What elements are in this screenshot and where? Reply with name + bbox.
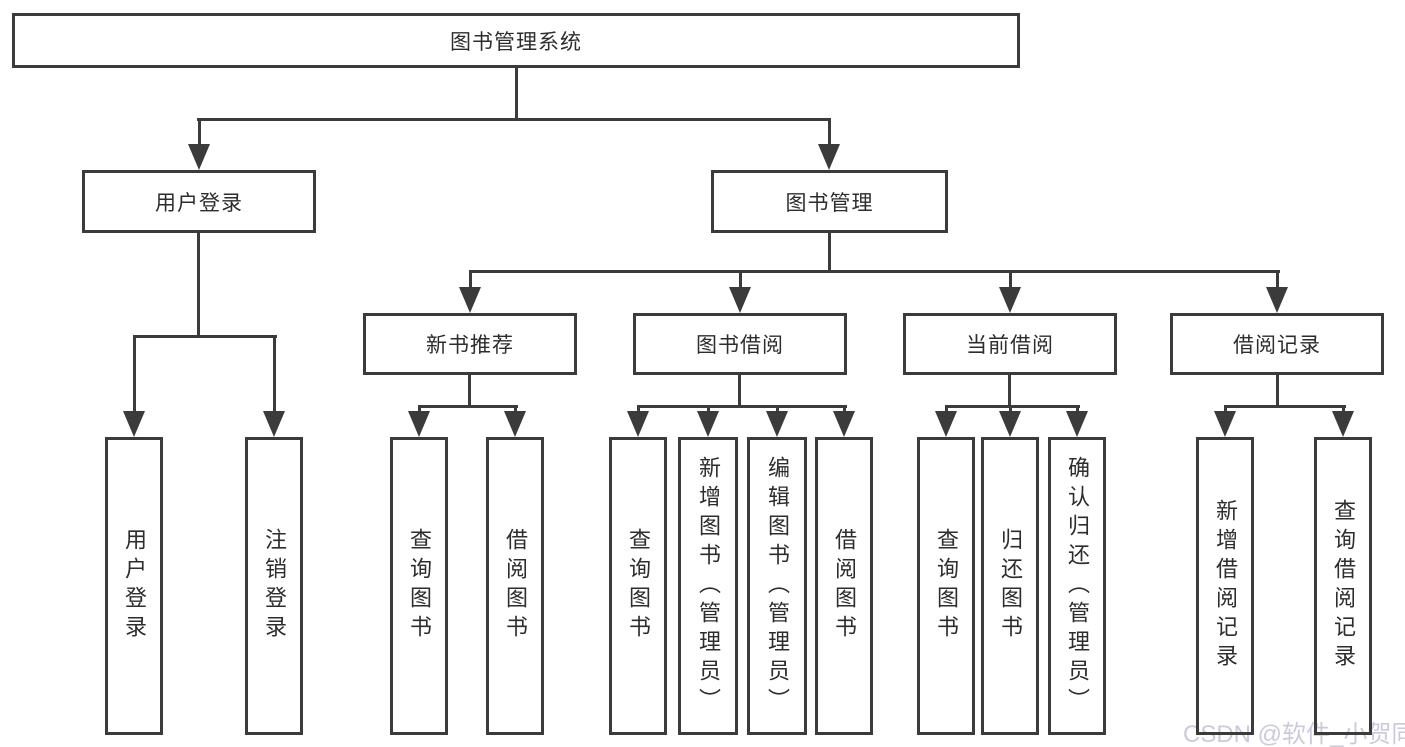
connector-leaf-drop: [514, 405, 517, 413]
arrowhead-down: [935, 411, 957, 437]
connector-group-rail: [1225, 405, 1346, 408]
arrowhead-down: [1066, 411, 1088, 437]
leaf-edit-books-admin: 编辑图书（管理员）: [747, 437, 807, 735]
arrowhead-down: [999, 411, 1021, 437]
connector-leaf-drop: [273, 335, 276, 413]
arrowhead-down: [504, 411, 526, 437]
leaf-return-books: 归还图书: [981, 437, 1039, 735]
node-book-borrow-label: 图书借阅: [696, 334, 784, 357]
node-book-management: 图书管理: [711, 170, 948, 233]
connector-group-stem: [1008, 375, 1011, 408]
connector-leaf-drop: [843, 405, 846, 413]
node-root-label: 图书管理系统: [450, 30, 582, 54]
connector-book-mgmt-drop: [828, 118, 831, 146]
connector-group-rail: [419, 405, 518, 408]
connector-leaf-drop: [945, 405, 948, 413]
connector-leaf-drop: [1076, 405, 1079, 413]
connector-leaf-drop: [637, 405, 640, 413]
leaf-borrow-books: 借阅图书: [815, 437, 873, 735]
node-new-book-recommend: 新书推荐: [363, 313, 577, 375]
arrowhead-down: [766, 411, 788, 437]
node-current-borrow-label: 当前借阅: [966, 334, 1054, 357]
connector-leaf-drop: [1009, 405, 1012, 413]
leaf-confirm-return-admin: 确认归还（管理员）: [1048, 437, 1106, 735]
arrowhead-down: [818, 144, 840, 170]
leaf-add-borrow-record: 新增借阅记录: [1196, 437, 1254, 735]
leaf-query-books-current: 查询图书: [917, 437, 975, 735]
arrowhead-down: [459, 287, 481, 313]
connector-leaf-drop: [1224, 405, 1227, 413]
connector-book-mgmt-rail: [470, 270, 1280, 273]
node-user-login-label: 用户登录: [155, 191, 243, 215]
arrowhead-down: [263, 411, 285, 437]
node-borrow-records: 借阅记录: [1170, 313, 1384, 375]
arrowhead-down: [123, 411, 145, 437]
leaf-user-login: 用户登录: [105, 437, 163, 735]
connector-leaf-drop: [133, 335, 136, 413]
arrowhead-down: [1214, 411, 1236, 437]
connector-root-stem: [515, 68, 518, 121]
node-borrow-records-label: 借阅记录: [1233, 334, 1321, 357]
connector-book-mgmt-stem: [828, 233, 831, 273]
connector-user-login-stem: [197, 233, 200, 338]
leaf-add-books-admin: 新增图书（管理员）: [678, 437, 738, 735]
connector-user-login-drop: [198, 118, 201, 146]
arrowhead-down: [833, 411, 855, 437]
connector-group-stem: [738, 375, 741, 408]
connector-group-drop: [1276, 270, 1279, 289]
arrowhead-down: [1332, 411, 1354, 437]
arrowhead-down: [627, 411, 649, 437]
arrowhead-down: [999, 287, 1021, 313]
node-book-borrow: 图书借阅: [633, 313, 847, 375]
connector-group-rail: [946, 405, 1080, 408]
connector-root-rail: [197, 118, 831, 121]
leaf-borrow-books-recommend: 借阅图书: [486, 437, 544, 735]
connector-leaf-drop: [776, 405, 779, 413]
connector-user-login-rail: [133, 335, 277, 338]
connector-group-stem: [468, 375, 471, 408]
leaf-query-books-borrow: 查询图书: [609, 437, 667, 735]
connector-leaf-drop: [1342, 405, 1345, 413]
leaf-logout: 注销登录: [245, 437, 303, 735]
arrowhead-down: [697, 411, 719, 437]
connector-leaf-drop: [418, 405, 421, 413]
connector-leaf-drop: [707, 405, 710, 413]
node-user-login: 用户登录: [82, 170, 316, 233]
node-root: 图书管理系统: [12, 13, 1020, 68]
arrowhead-down: [1266, 287, 1288, 313]
connector-group-rail: [638, 405, 847, 408]
leaf-query-books-recommend: 查询图书: [390, 437, 448, 735]
connector-group-drop: [469, 270, 472, 289]
connector-group-drop: [1009, 270, 1012, 289]
leaf-query-borrow-record: 查询借阅记录: [1314, 437, 1372, 735]
node-book-management-label: 图书管理: [785, 191, 874, 215]
node-current-borrow: 当前借阅: [903, 313, 1117, 375]
connector-group-stem: [1276, 375, 1279, 408]
arrowhead-down: [188, 144, 210, 170]
arrowhead-down: [729, 287, 751, 313]
arrowhead-down: [408, 411, 430, 437]
connector-group-drop: [739, 270, 742, 289]
node-new-book-recommend-label: 新书推荐: [426, 334, 514, 357]
